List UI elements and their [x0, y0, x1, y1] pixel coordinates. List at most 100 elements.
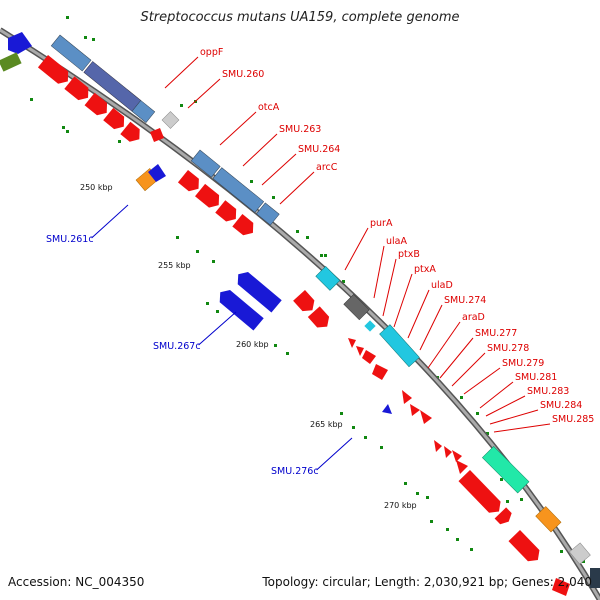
cds-red-big-2[interactable]	[494, 507, 515, 527]
leader-line	[463, 367, 501, 395]
gene-label-plus[interactable]: SMU.285	[552, 414, 594, 425]
guide-dot	[212, 260, 215, 263]
guide-dot	[352, 426, 355, 429]
gene-label-plus[interactable]: SMU.274	[444, 295, 486, 306]
cds-small-red-1[interactable]	[150, 128, 164, 142]
gene-label-plus[interactable]: ptxA	[414, 264, 436, 275]
guide-dot	[118, 140, 121, 143]
guide-dot	[272, 196, 275, 199]
gene-label-plus[interactable]: arcC	[316, 162, 338, 173]
feature-steel-blue-4[interactable]	[212, 167, 265, 213]
map-title: Streptococcus mutans UA159, complete gen…	[140, 10, 460, 25]
gene-label-plus[interactable]: SMU.260	[222, 69, 264, 80]
guide-dot	[506, 500, 509, 503]
guide-dot	[30, 98, 33, 101]
gene-label-plus[interactable]: SMU.264	[298, 144, 340, 155]
cds-purA[interactable]	[293, 290, 318, 316]
guide-dot	[404, 482, 407, 485]
leader-line	[407, 289, 430, 339]
cds-smu267c-b[interactable]	[233, 268, 282, 313]
cds-red-big-3[interactable]	[508, 530, 543, 566]
feature-steel-blue-1[interactable]	[50, 34, 92, 72]
leader-line	[479, 381, 514, 409]
feature-cyan-purA[interactable]	[315, 265, 341, 291]
cds-smu263[interactable]	[195, 183, 224, 212]
cds-smu285[interactable]	[456, 460, 468, 474]
guide-dot	[324, 254, 327, 257]
cds-otcA[interactable]	[177, 170, 204, 195]
gene-label-plus[interactable]: SMU.278	[487, 343, 529, 354]
gene-label-plus[interactable]: SMU.277	[475, 328, 517, 339]
gene-label-plus[interactable]: SMU.281	[515, 372, 557, 383]
leader-line	[489, 409, 539, 425]
cds-smu264[interactable]	[215, 200, 241, 225]
leader-line	[451, 352, 486, 387]
cds-smu283[interactable]	[444, 446, 452, 458]
leader-line	[164, 56, 199, 89]
gene-label-plus[interactable]: oppF	[200, 47, 223, 58]
cds-smu261c-arrow[interactable]	[148, 164, 166, 182]
gene-label-plus[interactable]: araD	[462, 312, 485, 323]
feature-grey-2[interactable]	[569, 542, 591, 565]
feature-steel-blue-5[interactable]	[256, 202, 280, 226]
gene-label-plus[interactable]: ulaD	[431, 280, 453, 291]
cds-ptxB[interactable]	[348, 338, 356, 348]
cds-smu279[interactable]	[420, 410, 432, 424]
leader-line	[261, 153, 297, 186]
cds-red-big-1[interactable]	[458, 470, 504, 517]
leader-line	[219, 111, 257, 146]
cds-blue-topleft[interactable]	[8, 32, 32, 54]
guide-dot	[216, 310, 219, 313]
cds-smu260-c[interactable]	[103, 107, 129, 133]
feature-steel-blue-2[interactable]	[131, 100, 156, 124]
cds-smu260-a[interactable]	[64, 76, 93, 104]
guide-dot	[582, 560, 585, 563]
feature-grey-1[interactable]	[161, 111, 180, 129]
cds-arcC[interactable]	[232, 214, 258, 239]
cds-araD[interactable]	[372, 364, 388, 380]
cds-red-edge[interactable]	[552, 578, 570, 596]
gene-label-plus[interactable]: otcA	[258, 102, 280, 113]
gene-label-minus[interactable]: SMU.261c	[46, 234, 94, 245]
feature-orange-2[interactable]	[535, 506, 562, 533]
gene-label-plus[interactable]: ptxB	[398, 249, 420, 260]
cds-smu284[interactable]	[452, 450, 462, 462]
cds-smu274[interactable]	[362, 350, 376, 364]
feature-steel-blue-3[interactable]	[190, 149, 221, 178]
gene-label-plus[interactable]: SMU.279	[502, 358, 544, 369]
cds-smu281[interactable]	[434, 440, 442, 452]
guide-dot	[470, 548, 473, 551]
gene-label-plus[interactable]: ulaA	[386, 236, 407, 247]
cds-smu277[interactable]	[402, 390, 412, 404]
gene-label-minus[interactable]: SMU.267c	[153, 341, 201, 352]
feature-cyan-ulaD[interactable]	[379, 324, 420, 368]
tick-label-250: 250 kbp	[80, 183, 113, 192]
cds-smu260-d[interactable]	[120, 121, 144, 146]
feature-olive[interactable]	[0, 52, 22, 72]
gene-label-plus[interactable]: SMU.263	[279, 124, 321, 135]
gene-label-plus[interactable]: purA	[370, 218, 393, 229]
guide-dot	[306, 236, 309, 239]
feature-dark-grey[interactable]	[343, 293, 370, 321]
guide-dot	[250, 180, 253, 183]
tick-label-260: 260 kbp	[236, 340, 269, 349]
cds-ulaA[interactable]	[307, 306, 333, 332]
feature-dark-edge[interactable]	[590, 568, 600, 588]
gene-label-plus[interactable]: SMU.283	[527, 386, 569, 397]
feature-cyan-small[interactable]	[364, 320, 376, 332]
tick-label-255: 255 kbp	[158, 261, 191, 270]
cds-ptxA[interactable]	[356, 346, 364, 356]
cds-oppF[interactable]	[37, 55, 73, 88]
leader-line	[344, 227, 369, 271]
gene-label-minus[interactable]: SMU.276c	[271, 466, 319, 477]
guide-dots	[30, 16, 585, 563]
cds-smu276c[interactable]	[382, 404, 392, 414]
cds-smu278[interactable]	[410, 404, 420, 416]
guide-dot	[340, 412, 343, 415]
guide-dot	[66, 16, 69, 19]
cds-smu260-b[interactable]	[84, 92, 112, 119]
leader-line	[91, 204, 129, 239]
cds-smu267c-a[interactable]	[215, 286, 264, 331]
feature-teal[interactable]	[481, 445, 530, 494]
gene-label-plus[interactable]: SMU.284	[540, 400, 582, 411]
